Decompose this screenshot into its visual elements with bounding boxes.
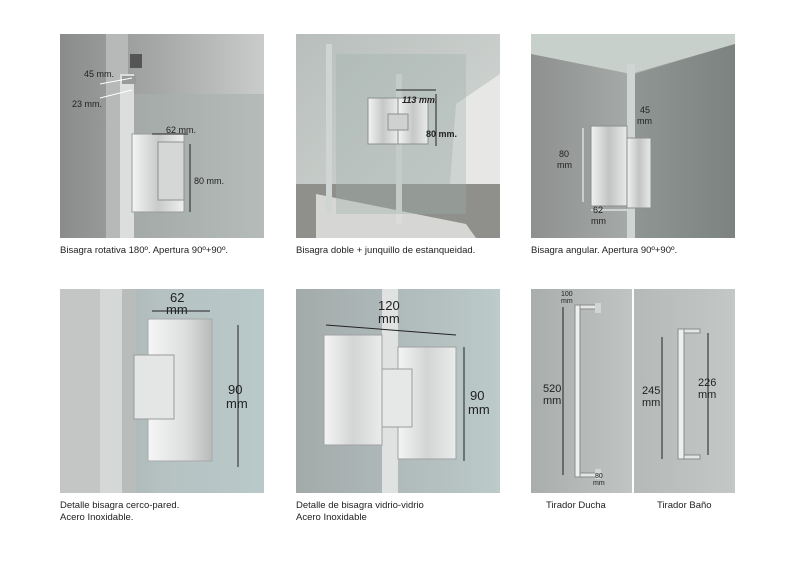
caption-vidrio-vidrio-l1: Detalle de bisagra vidrio-vidrio	[296, 500, 424, 511]
dim-label-226mm-l2: mm	[698, 389, 717, 401]
dim-label-23mm: 23 mm.	[72, 99, 103, 109]
dim-label-80mm-l1: 80	[559, 149, 570, 159]
dim-label-80mm-l2: mm	[557, 160, 572, 170]
caption-bisagra-angular: Bisagra angular. Apertura 90º+90º.	[531, 245, 678, 256]
dim-label-80mm-l1: 80	[595, 473, 603, 480]
dim-label-62mm-l1: 62	[593, 205, 604, 215]
dim-label-245mm-l2: mm	[642, 397, 661, 409]
caption-cerco-pared-l2: Acero Inoxidable.	[60, 512, 134, 523]
caption-bisagra-doble: Bisagra doble + junquillo de estanqueida…	[296, 245, 476, 256]
dim-label-62mm-l2: mm	[166, 302, 188, 317]
photo-hinge-angular: 45 mm 80 mm 62 mm	[531, 34, 735, 238]
dim-label-90mm-l2: mm	[226, 396, 248, 411]
dim-label-45mm-l2: mm	[637, 116, 652, 126]
dim-label-520mm-l1: 520	[543, 383, 562, 395]
caption-vidrio-vidrio-l2: Acero Inoxidable	[296, 512, 367, 523]
caption-cerco-pared-l1: Detalle bisagra cerco-pared.	[60, 500, 180, 511]
dim-label-62mm-l1: 62	[170, 290, 185, 305]
caption-tirador-ducha: Tirador Ducha	[546, 500, 606, 511]
dim-label-245mm-l1: 245	[642, 385, 661, 397]
dim-label-226mm-l1: 226	[698, 377, 717, 389]
dim-label-80mm: 80 mm.	[426, 129, 458, 139]
caption-tirador-bano: Tirador Baño	[657, 500, 712, 511]
caption-bisagra-rotativa: Bisagra rotativa 180º. Apertura 90º+90º.	[60, 245, 229, 256]
dim-label-520mm-l2: mm	[543, 395, 562, 407]
dim-label-90mm-l1: 90	[228, 382, 243, 397]
dim-label-100mm-l2: mm	[561, 298, 573, 305]
dim-label-120mm-l1: 120	[378, 298, 400, 313]
dim-label-90mm-l1: 90	[470, 388, 485, 403]
photo-hinge-cerco-pared: 62 mm 90 mm	[60, 289, 264, 493]
dim-label-120mm-l2: mm	[378, 311, 400, 326]
dim-label-80mm: 80 mm.	[194, 176, 225, 186]
photo-tirador-ducha: 100 mm 520 mm 80 mm	[531, 289, 632, 493]
dim-label-62mm: 62 mm.	[166, 125, 197, 135]
photo-hinge-doble: 113 mm. 80 mm.	[296, 34, 500, 238]
dim-label-113mm: 113 mm.	[402, 95, 438, 105]
dim-label-45mm-l1: 45	[640, 105, 651, 115]
dim-label-100mm-l1: 100	[561, 291, 573, 298]
dim-label-62mm-l2: mm	[591, 216, 606, 226]
dim-label-45mm: 45 mm.	[84, 69, 115, 79]
photo-tirador-bano: 245 mm 226 mm	[634, 289, 735, 493]
dim-label-90mm-l2: mm	[468, 402, 490, 417]
dim-label-80mm-l2: mm	[593, 480, 605, 487]
photo-hinge-rotativa: 45 mm. 23 mm. 62 mm. 80 mm.	[60, 34, 264, 238]
photo-hinge-vidrio-vidrio: 120 mm 90 mm	[296, 289, 500, 493]
